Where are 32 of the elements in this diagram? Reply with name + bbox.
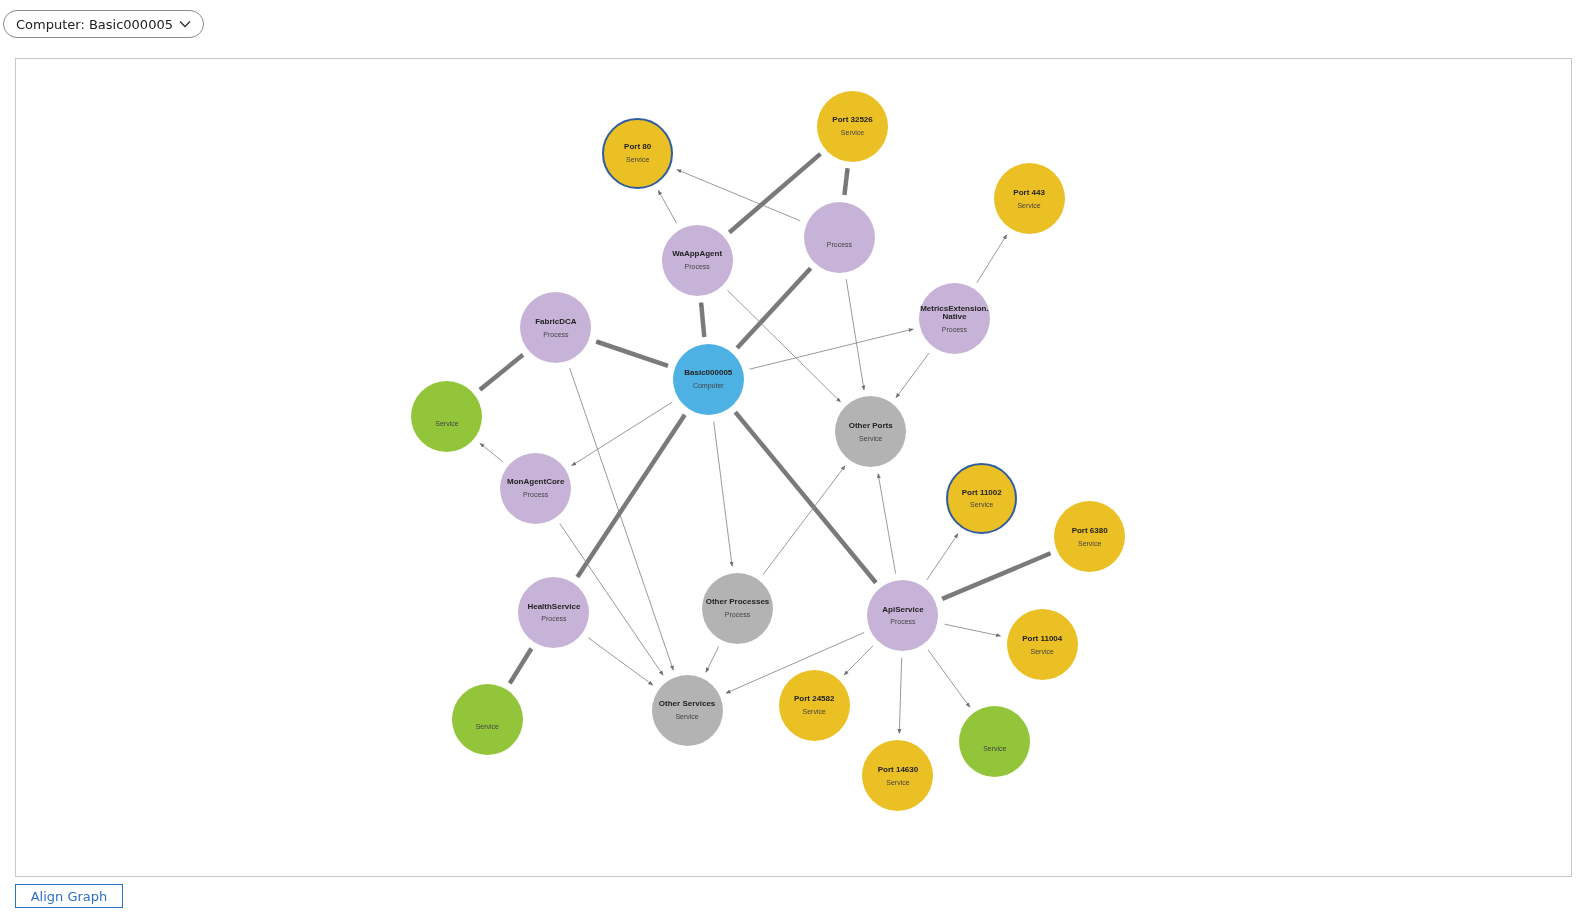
arrow — [727, 152, 822, 235]
node-title: Port 24582 — [793, 695, 835, 705]
node-title: HealthService — [527, 602, 581, 612]
process-node — [867, 579, 939, 651]
node-title: Port 14630 — [877, 765, 919, 775]
node-title: FabricDCA — [535, 318, 577, 327]
node-title: Port 11004 — [1022, 634, 1063, 644]
arrow — [507, 647, 534, 685]
node-title: Port 11002 — [961, 488, 1002, 498]
node-title: WaAppAgent — [672, 250, 723, 260]
node-title: Other Services — [658, 700, 716, 710]
node-title: Other Ports — [848, 421, 893, 431]
arrow — [575, 413, 687, 579]
arrow — [595, 339, 669, 368]
node-title: MetricsExtension.Native — [919, 304, 990, 323]
node-title: Basic000005 — [684, 369, 733, 379]
arrow — [478, 352, 525, 392]
arrow — [842, 167, 850, 196]
arrow — [941, 551, 1052, 601]
node-title: Other Processes — [705, 598, 770, 608]
node-title: ApiService — [882, 605, 924, 615]
arrow — [698, 302, 707, 338]
computer-node — [672, 343, 744, 415]
node-title: Port 80 — [624, 143, 652, 153]
arrow — [735, 266, 813, 350]
arrow — [733, 410, 878, 585]
align-graph-button: Align Graph — [15, 884, 123, 908]
node-title: MonAgentCore — [507, 478, 565, 488]
node-title: Port 32526 — [832, 116, 873, 125]
computer-dropdown: Computer: Basic000005 — [3, 10, 204, 38]
node-title: Port 443 — [1013, 188, 1045, 198]
node-title: Port 6380 — [1071, 526, 1108, 536]
